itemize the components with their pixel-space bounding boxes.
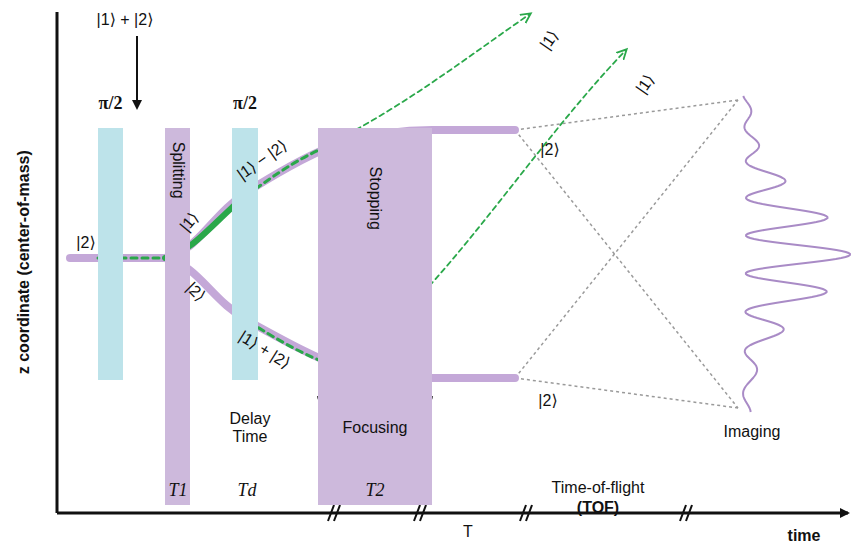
z-axis	[56, 12, 59, 513]
state-label: |1⟩	[633, 71, 659, 97]
state-label: |2⟩	[540, 141, 559, 159]
duration-label: T	[463, 523, 473, 541]
state-label: |1⟩	[537, 27, 563, 53]
phase-label: Time-of-flight	[552, 479, 645, 497]
phase-label: Delay Time	[220, 410, 280, 447]
tof-projection	[515, 100, 738, 408]
pulse-bar: π/2	[98, 128, 123, 380]
duration-label: Td	[237, 480, 256, 501]
state-label: |2⟩	[76, 234, 95, 252]
pulse-arrow	[136, 36, 138, 108]
band-label: Splitting	[168, 142, 186, 199]
time-axis	[57, 512, 848, 515]
bracket-label: Focusing	[343, 419, 408, 437]
phase-label: Imaging	[724, 423, 781, 441]
duration-label: T1	[168, 480, 187, 501]
pulse-label: π/2	[233, 93, 257, 114]
phase-label: (TOF)	[577, 499, 619, 517]
axis-label: time	[788, 527, 821, 545]
state-label: |2⟩	[538, 392, 557, 410]
axis-breaks	[328, 505, 692, 521]
duration-label: T2	[365, 480, 384, 501]
pulse-label: π/2	[99, 93, 123, 114]
state-label: |1⟩ + |2⟩	[97, 11, 154, 29]
fringe-profile	[743, 96, 850, 412]
splitting-band: Splitting	[165, 128, 190, 505]
stopping-band: Stopping	[318, 128, 432, 505]
axis-label: z coordinate (center-of-mass)	[15, 150, 33, 374]
band-label: Stopping	[366, 166, 384, 229]
